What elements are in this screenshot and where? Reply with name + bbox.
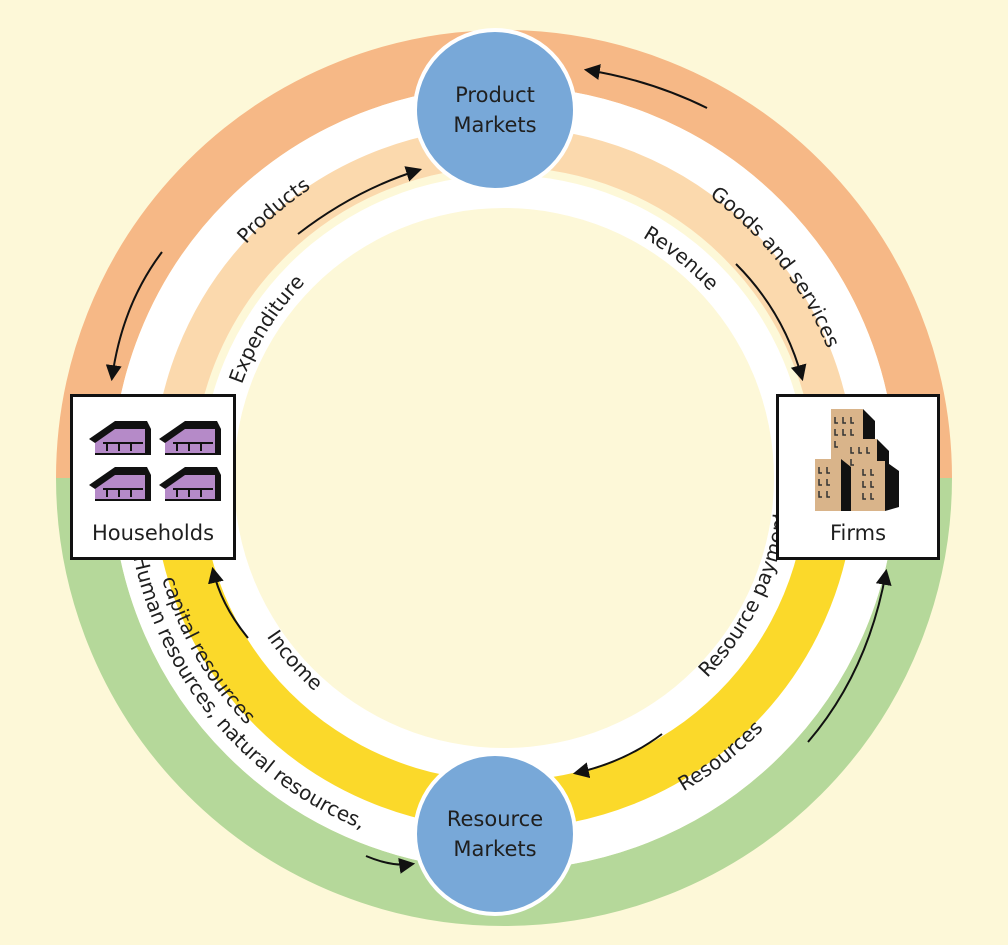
firms-node: Firms [776, 394, 940, 560]
resources-arrow [807, 568, 892, 743]
resource-markets-node: Resource Markets [413, 752, 577, 916]
expenditure-arrow [297, 166, 423, 235]
houses-icon [89, 421, 221, 501]
products-arrow [105, 251, 163, 382]
resource-markets-label-line1: Resource [446, 807, 544, 831]
goods-arrow [583, 64, 708, 109]
product-markets-node: Product Markets [413, 28, 577, 192]
resource-markets-label-line2: Markets [453, 837, 537, 861]
income-arrow [208, 566, 249, 639]
households-label: Households [91, 521, 215, 545]
revenue-arrow [735, 263, 807, 382]
resource-payments-arrow [572, 733, 663, 778]
center-area [234, 208, 774, 748]
households-node: Households [70, 394, 236, 560]
product-markets-label-line1: Product [455, 83, 535, 107]
human-resources-arrow [365, 855, 416, 874]
buildings-icon [815, 409, 899, 511]
product-markets-label-line2: Markets [453, 113, 537, 137]
firms-label: Firms [829, 521, 887, 545]
